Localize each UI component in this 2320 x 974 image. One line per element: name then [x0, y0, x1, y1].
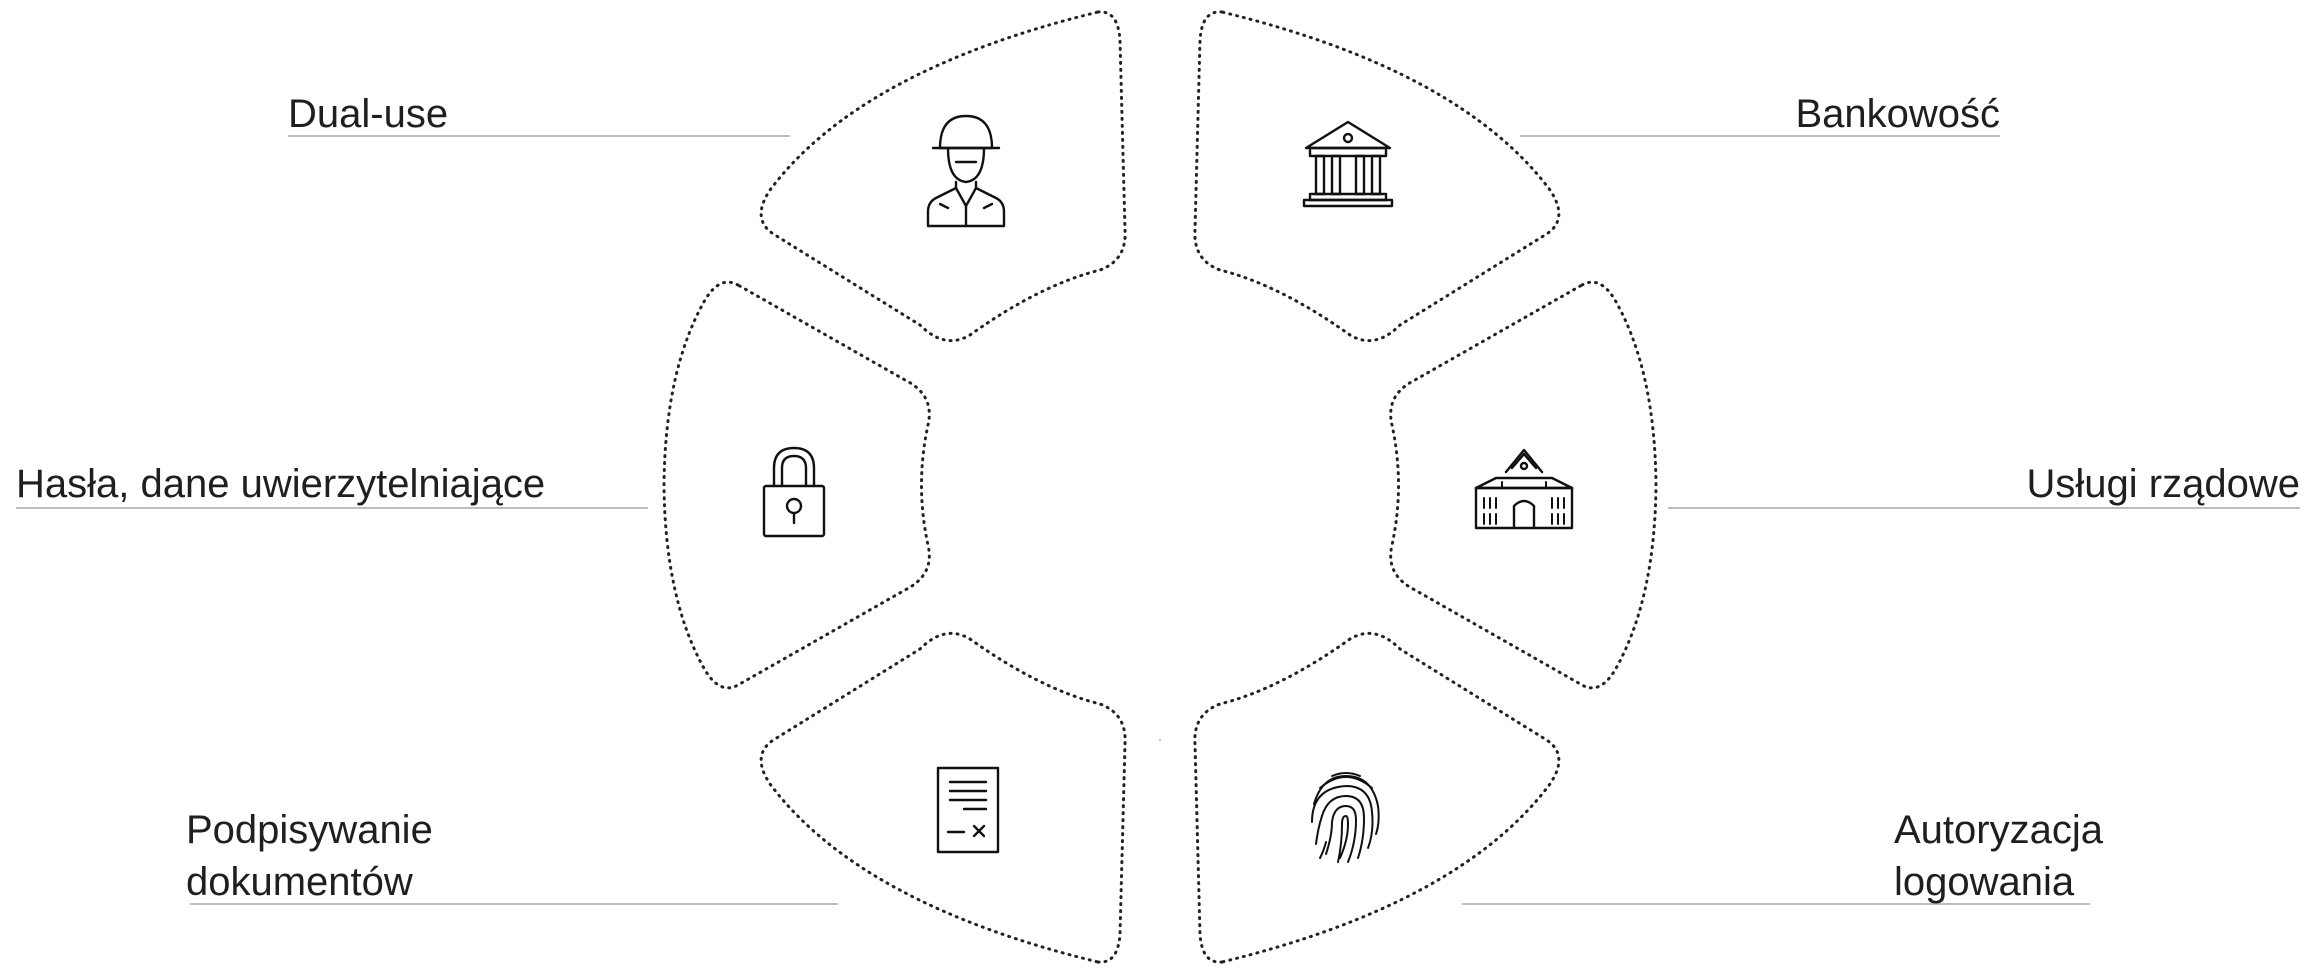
segment-uslugi	[1389, 280, 1658, 690]
label-text-line-1: Podpisywanie	[186, 808, 433, 852]
label-autoryzacja: Autoryzacja logowania	[1894, 804, 2103, 908]
label-text-line-2: logowania	[1894, 860, 2075, 904]
label-podpisywanie: Podpisywanie dokumentów	[186, 804, 433, 908]
segment-autoryzacja	[1193, 631, 1561, 964]
padlock-icon	[762, 446, 826, 538]
label-dual-use: Dual-use	[288, 88, 448, 140]
label-bankowosc: Bankowość	[1795, 88, 2000, 140]
center-dot	[1159, 739, 1161, 741]
bank-icon	[1302, 120, 1394, 208]
label-text: Hasła, dane uwierzytelniające	[16, 462, 546, 506]
label-hasla: Hasła, dane uwierzytelniające	[16, 458, 545, 510]
label-text: Bankowość	[1795, 92, 2000, 136]
soldier-icon	[926, 114, 1006, 228]
segment-bankowosc	[1193, 10, 1561, 343]
segment-podpisywanie	[759, 631, 1127, 964]
label-uslugi: Usługi rządowe	[2027, 458, 2300, 510]
segment-hasla	[662, 280, 931, 690]
label-text-line-2: dokumentów	[186, 860, 413, 904]
segment-dual-use	[759, 10, 1127, 343]
fingerprint-icon	[1311, 772, 1380, 863]
government-building-icon	[1474, 448, 1574, 530]
label-text: Usługi rządowe	[2026, 462, 2300, 506]
label-text: Dual-use	[288, 92, 449, 136]
label-text-line-1: Autoryzacja	[1894, 808, 2103, 852]
signed-document-icon	[936, 766, 1000, 854]
